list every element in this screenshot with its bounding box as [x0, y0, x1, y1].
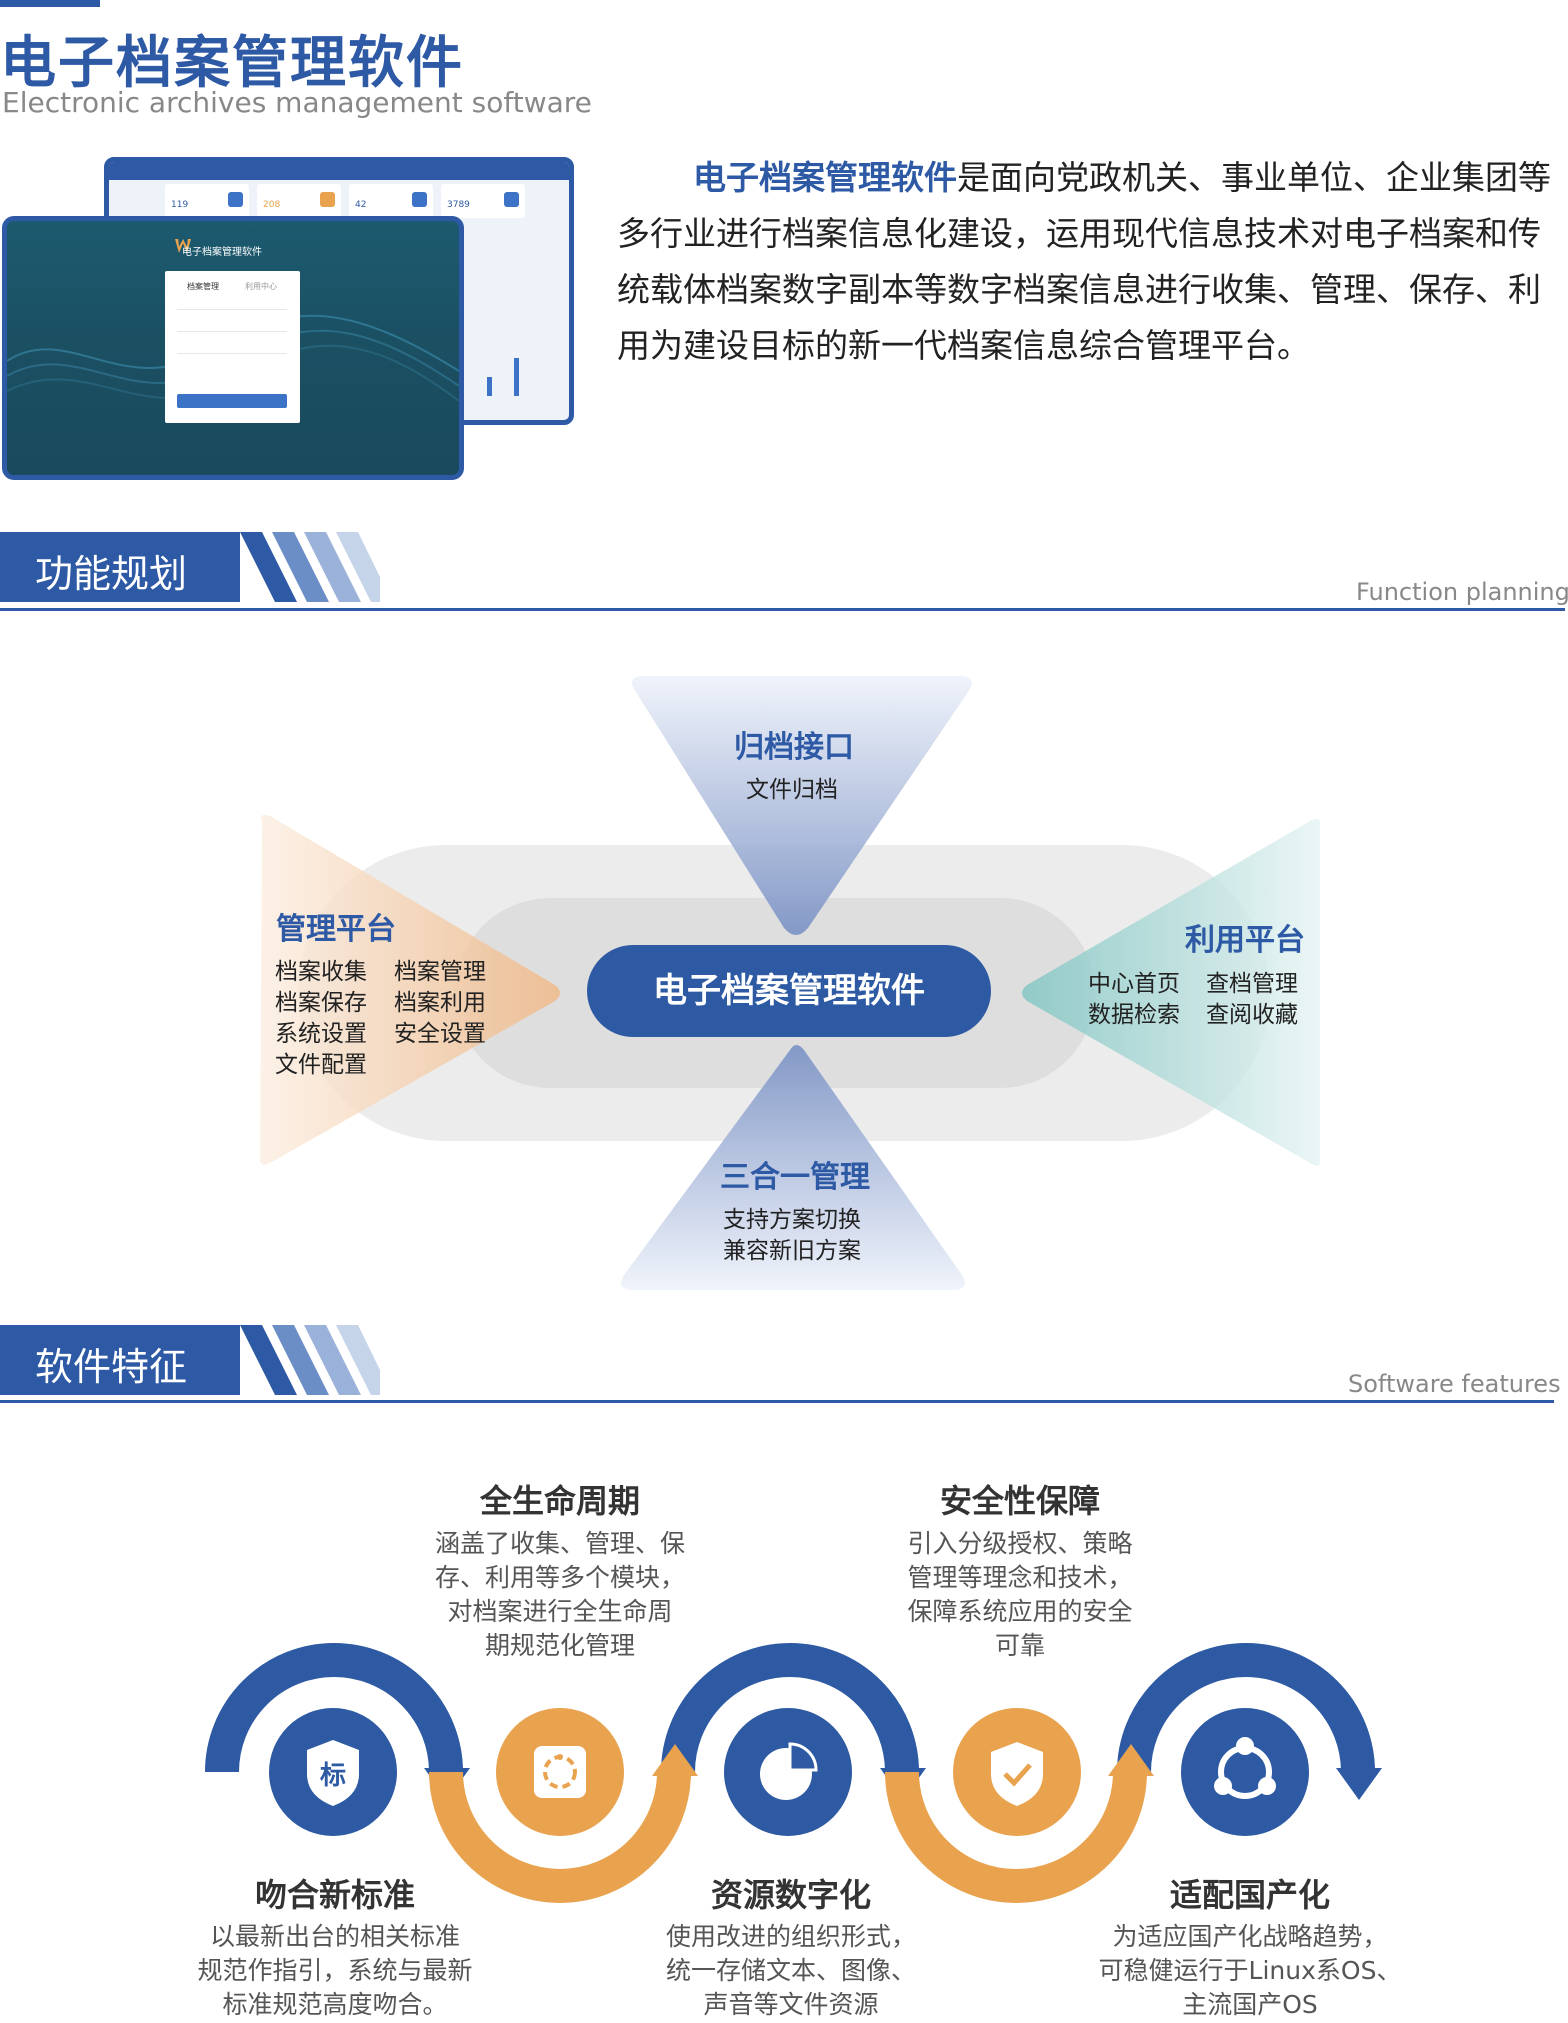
bottom-triangle — [621, 1045, 965, 1290]
standard-icon: 标 — [307, 1740, 359, 1806]
stat-icon — [504, 192, 519, 207]
intro-paragraph: 电子档案管理软件是面向党政机关、事业单位、企业集团等多行业进行档案信息化建设，运… — [617, 150, 1568, 374]
stat-icon — [228, 192, 243, 207]
bottom-block-title: 三合一管理 — [720, 1160, 870, 1195]
feature-title: 吻合新标准 — [254, 1876, 415, 1914]
stat-card: 3789 — [441, 184, 525, 218]
login-username-field[interactable] — [177, 309, 287, 310]
left-block-item: 档案收集 — [275, 959, 367, 985]
section-stripes — [240, 1325, 380, 1395]
network-icon — [1214, 1737, 1276, 1799]
section-divider — [0, 608, 1565, 611]
section-title: 功能规划 — [35, 552, 188, 596]
feature-desc: 以最新出台的相关标准 规范作指引，系统与最新 标准规范高度吻合。 — [197, 1922, 473, 2019]
page-subtitle: Electronic archives management software — [2, 86, 592, 119]
feature-title: 安全性保障 — [939, 1482, 1100, 1520]
login-screenshot: 电子档案管理软件 档案管理 利用中心 — [2, 216, 464, 480]
section-title-en: Function planning — [1356, 578, 1568, 606]
header-accent-bar — [0, 0, 100, 7]
top-block-title: 归档接口 — [734, 730, 854, 765]
security-feature-circle — [953, 1708, 1081, 1836]
intro-highlight: 电子档案管理软件 — [693, 158, 957, 197]
login-password-field[interactable] — [177, 331, 287, 332]
page-title: 电子档案管理软件 — [0, 31, 464, 96]
intro-text: 是面向党政机关、事业单位、企业集团等多行业进行档案信息化建设，运用现代信息技术对… — [617, 158, 1551, 365]
digitization-feature-circle — [724, 1708, 852, 1836]
shield-check-icon — [991, 1742, 1043, 1806]
stat-card: 208 — [257, 184, 341, 218]
lifecycle-feature-circle — [496, 1708, 624, 1836]
feature-wave — [205, 1643, 1382, 1903]
section-divider — [0, 1400, 1554, 1403]
section-title: 软件特征 — [35, 1345, 188, 1389]
svg-text:标: 标 — [320, 1761, 346, 1791]
right-block-item: 中心首页 — [1088, 971, 1180, 997]
left-block-item: 档案管理 — [394, 959, 486, 985]
localization-feature-circle — [1181, 1708, 1309, 1836]
feature-desc: 为适应国产化战略趋势， 可稳健运行于Linux系OS、 主流国产OS — [1098, 1922, 1402, 2019]
mini-bar — [514, 358, 519, 396]
left-block-item: 档案保存 — [275, 990, 367, 1016]
section-header-bar — [0, 1325, 240, 1395]
left-block-item: 文件配置 — [275, 1052, 367, 1078]
feature-title: 适配国产化 — [1169, 1876, 1330, 1914]
feature-title: 全生命周期 — [479, 1482, 640, 1520]
bottom-block-item: 兼容新旧方案 — [723, 1238, 861, 1264]
mini-bar — [487, 377, 492, 396]
login-app-title: 电子档案管理软件 — [182, 247, 262, 258]
login-captcha-field[interactable] — [177, 353, 287, 354]
left-block-item: 安全设置 — [394, 1021, 486, 1047]
feature-desc: 引入分级授权、策略 管理等理念和技术， 保障系统应用的安全 可靠 — [907, 1529, 1133, 1660]
center-pill: 电子档案管理软件 — [587, 945, 991, 1037]
feature-desc: 涵盖了收集、管理、保 存、利用等多个模块， 对档案进行全生命周 期规范化管理 — [434, 1529, 685, 1660]
feature-desc: 使用改进的组织形式， 统一存储文本、图像、 声音等文件资源 — [665, 1922, 916, 2019]
left-block-item: 系统设置 — [275, 1021, 367, 1047]
login-button[interactable] — [177, 394, 287, 408]
section-header-bar — [0, 532, 240, 602]
right-block-item: 查档管理 — [1206, 971, 1298, 997]
right-block-title: 利用平台 — [1185, 923, 1305, 958]
stat-icon — [412, 192, 427, 207]
standard-feature-circle: 标 — [269, 1708, 397, 1836]
top-triangle — [631, 676, 972, 935]
left-triangle — [259, 814, 560, 1165]
right-block-item: 数据检索 — [1088, 1002, 1180, 1028]
section-title-en: Software features — [1348, 1370, 1561, 1398]
right-block-item: 查阅收藏 — [1206, 1002, 1298, 1028]
login-tab-archive[interactable]: 档案管理 — [187, 282, 219, 291]
dashboard-topbar — [109, 162, 569, 180]
login-card: 档案管理 利用中心 — [165, 271, 300, 423]
login-tab-usage[interactable]: 利用中心 — [245, 282, 277, 291]
feature-title: 资源数字化 — [710, 1876, 871, 1914]
pie-chart-icon — [760, 1742, 818, 1800]
stat-icon — [320, 192, 335, 207]
stat-card: 119 — [165, 184, 249, 218]
bottom-block-item: 支持方案切换 — [723, 1207, 861, 1233]
stat-card: 42 — [349, 184, 433, 218]
lifecycle-icon — [534, 1746, 586, 1798]
left-block-item: 档案利用 — [394, 990, 486, 1016]
right-triangle — [1022, 818, 1321, 1166]
top-block-item: 文件归档 — [746, 777, 838, 803]
section-stripes — [240, 532, 380, 602]
left-block-title: 管理平台 — [276, 912, 396, 947]
